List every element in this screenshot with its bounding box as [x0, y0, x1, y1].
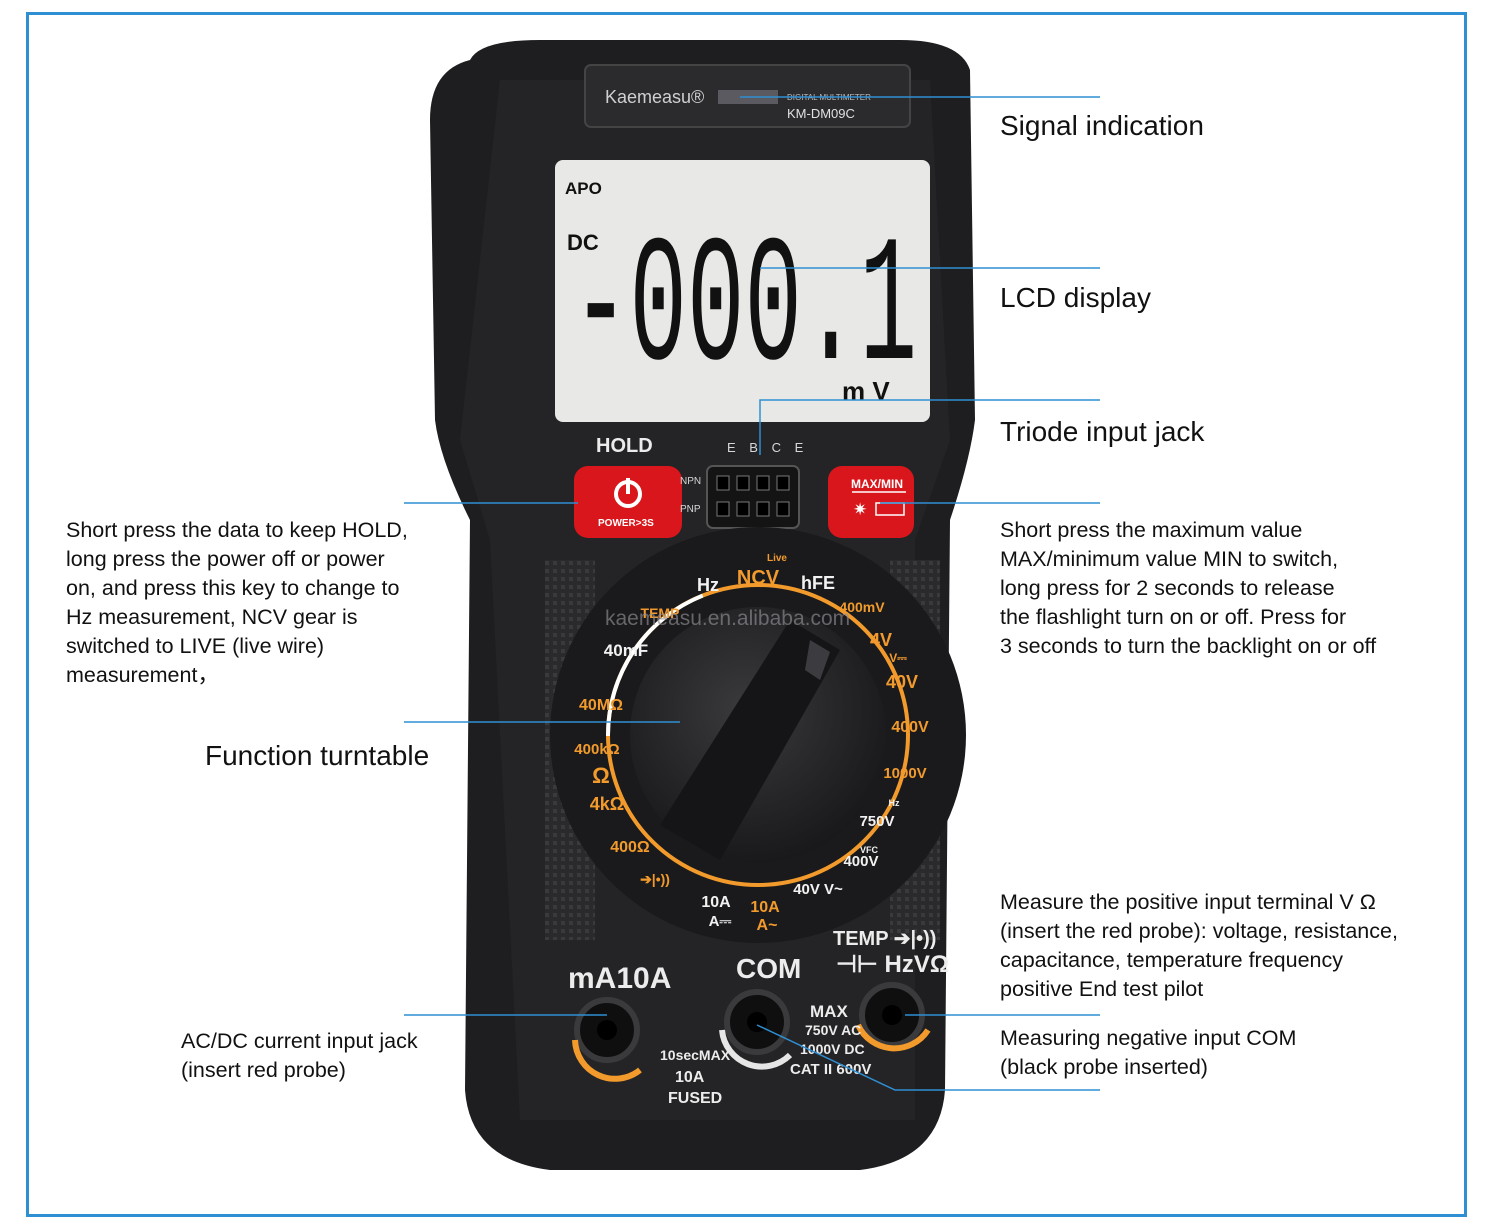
- lcd-mode: DC: [567, 230, 599, 255]
- callout-triode-input-jack: Triode input jack: [1000, 416, 1205, 447]
- brand-name: Kaemeasu®: [605, 87, 704, 107]
- dial-label: ➔|•)): [640, 871, 670, 887]
- mid-jack-spec: 750V AC: [805, 1022, 861, 1038]
- dial-label: 4V: [870, 630, 892, 650]
- callout-acdc-current-jack: AC/DC current input jack (insert red pro…: [181, 1029, 418, 1082]
- callout-hold-button: Short press the data to keep HOLD, long …: [66, 518, 408, 687]
- lcd-screen: [555, 160, 930, 422]
- dial-label: 1000V: [883, 765, 926, 782]
- leader-line: [759, 399, 1100, 455]
- dial-label: TEMP: [641, 605, 680, 621]
- triode-input-jack[interactable]: [706, 465, 800, 529]
- dial-label: 40mF: [604, 641, 648, 660]
- lcd-reading: -000.1: [572, 209, 917, 413]
- triode-pins: E B C E: [727, 440, 808, 455]
- triode-pin-hole: [756, 501, 770, 517]
- left-jack-spec: 10A: [675, 1069, 705, 1086]
- model-number: KM-DM09C: [787, 106, 855, 121]
- dial-label: NCV: [737, 567, 780, 589]
- left-jack-spec: 10secMAX: [660, 1047, 731, 1063]
- hold-label: HOLD: [596, 435, 653, 457]
- mid-jack-spec: MAX: [810, 1002, 848, 1021]
- power-label: POWER>3S: [598, 518, 654, 529]
- dial-label: Live: [767, 553, 787, 564]
- dial-label: Hz: [697, 575, 719, 595]
- dial-label: 40V: [886, 672, 918, 692]
- triode-pin-hole: [776, 501, 790, 517]
- triode-pin-hole: [716, 475, 730, 491]
- dial-label: 400Ω: [610, 839, 650, 856]
- triode-pin-hole: [756, 475, 770, 491]
- dial-label: VFC: [860, 845, 879, 855]
- triode-pin-hole: [776, 475, 790, 491]
- knob-pointer: [660, 620, 840, 860]
- lcd-apo: APO: [565, 179, 602, 198]
- dial-label: Ω: [592, 763, 610, 788]
- dial-label: V⎓: [889, 651, 907, 665]
- watermark: kaemeasu.en.alibaba.com: [605, 607, 850, 630]
- sun-icon: ✷: [853, 500, 867, 519]
- dial-label: A⎓: [709, 913, 732, 930]
- npn-label: NPN: [680, 476, 701, 487]
- jack-label-right: ⊣⊢ HzVΩ: [836, 951, 949, 978]
- left-jack-spec: FUSED: [668, 1090, 722, 1107]
- hold-power-button[interactable]: [574, 466, 682, 538]
- callout-function-turntable: Function turntable: [205, 740, 430, 771]
- callout-max-min-button: Short press the maximum value MAX/minimu…: [1000, 518, 1377, 658]
- leader-line: [756, 1024, 1100, 1091]
- dial-label: A~: [757, 917, 778, 934]
- dial-label: 750V: [859, 813, 894, 830]
- dial-label: 400V: [891, 719, 929, 736]
- dial-label: 10A: [701, 894, 731, 911]
- mid-jack-spec: CAT II 600V: [790, 1061, 871, 1078]
- triode-pin-hole: [736, 475, 750, 491]
- dial-label: Hz: [889, 798, 900, 808]
- dial-label: 40V V~: [793, 881, 843, 898]
- dial-label: 4kΩ: [590, 794, 624, 814]
- jack-label-temp: TEMP ➔|•)): [833, 928, 936, 950]
- pnp-label: PNP: [680, 504, 701, 515]
- callout-negative-input: Measuring negative input COM (black prob…: [1000, 1026, 1297, 1079]
- dial-label: hFE: [801, 573, 835, 593]
- max-min-label: MAX/MIN: [851, 477, 903, 491]
- callout-signal-indication: Signal indication: [1000, 110, 1204, 141]
- callout-positive-input: Measure the positive input terminal V Ω …: [1000, 890, 1398, 1001]
- lcd-unit: m V: [842, 376, 890, 406]
- dial-label: 400V: [843, 853, 878, 870]
- max-min-button[interactable]: [828, 466, 914, 538]
- callout-lcd-display: LCD display: [1000, 282, 1151, 313]
- dial-label: 40MΩ: [579, 697, 623, 714]
- dial-label: 400kΩ: [574, 741, 619, 758]
- dial-label: 10A: [750, 899, 780, 916]
- jack-label-left: mA10A: [568, 962, 671, 995]
- border-frame: [26, 12, 1467, 1217]
- triode-pin-hole: [716, 501, 730, 517]
- dial-label: 400mV: [839, 599, 885, 615]
- jack-label-com: COM: [736, 953, 801, 984]
- triode-pin-hole: [736, 501, 750, 517]
